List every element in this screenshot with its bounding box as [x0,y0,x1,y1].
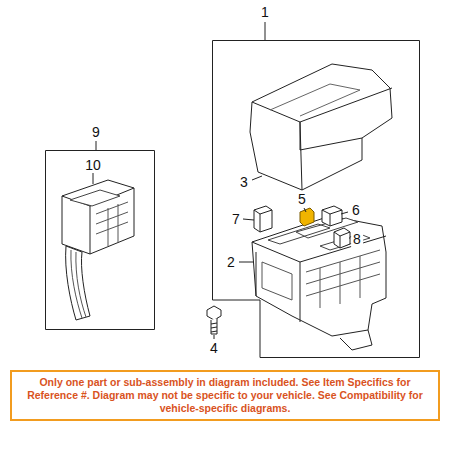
callout-number: 1 [261,5,269,19]
bolt-shank [211,318,217,334]
relay-edge [322,210,342,226]
callout-number: 7 [230,211,242,227]
relay-edge [334,232,350,248]
fuse [300,208,314,226]
wire-harness [66,246,90,320]
callout-number: 5 [296,191,308,207]
callout-number: 9 [92,125,100,139]
cover-edge [252,88,392,190]
outline-shape [45,150,155,330]
callout-number: 6 [350,202,362,218]
base-grid [306,250,380,308]
bolt-head [207,306,221,320]
leader-line [252,176,262,180]
leader-line [243,219,254,220]
connector-edge [62,188,134,254]
callout-number: 4 [208,340,220,356]
base-side-detail [262,262,292,300]
assembly-outline: 9 [45,150,155,330]
assembly-outline: 1 [212,40,420,358]
leader-line [265,22,266,40]
relay [322,206,342,226]
leader-line [341,212,348,214]
callout-number: 3 [238,174,250,190]
illustration-group [62,22,392,350]
callout-number: 2 [225,254,237,270]
cover-detail [270,84,360,116]
leader-line [239,262,254,263]
base-bracket [340,330,372,350]
leader-line [214,335,215,339]
callout-number: 10 [83,157,103,173]
bolt-thread [211,323,217,332]
outline-path [46,151,155,330]
connector-housing [62,180,134,254]
wire-strand [71,250,86,318]
leader-line [93,173,94,184]
relay [334,228,350,248]
outline-shape [212,40,420,358]
relay-edge [254,210,272,232]
callout-number: 8 [351,231,363,247]
leader-line [96,141,97,150]
connector-face [70,190,120,206]
base-socket [268,218,370,250]
outline-path [213,41,420,358]
fuse-box-cover [250,64,392,190]
base-edge [252,236,386,322]
relay [254,206,272,232]
note-band: Only one part or sub-assembly in diagram… [10,370,440,421]
connector-grid [96,202,128,246]
note-text: Only one part or sub-assembly in diagram… [18,376,432,415]
leader-line [304,208,306,212]
leader-line [349,238,350,239]
fuse-box-base [252,216,386,336]
